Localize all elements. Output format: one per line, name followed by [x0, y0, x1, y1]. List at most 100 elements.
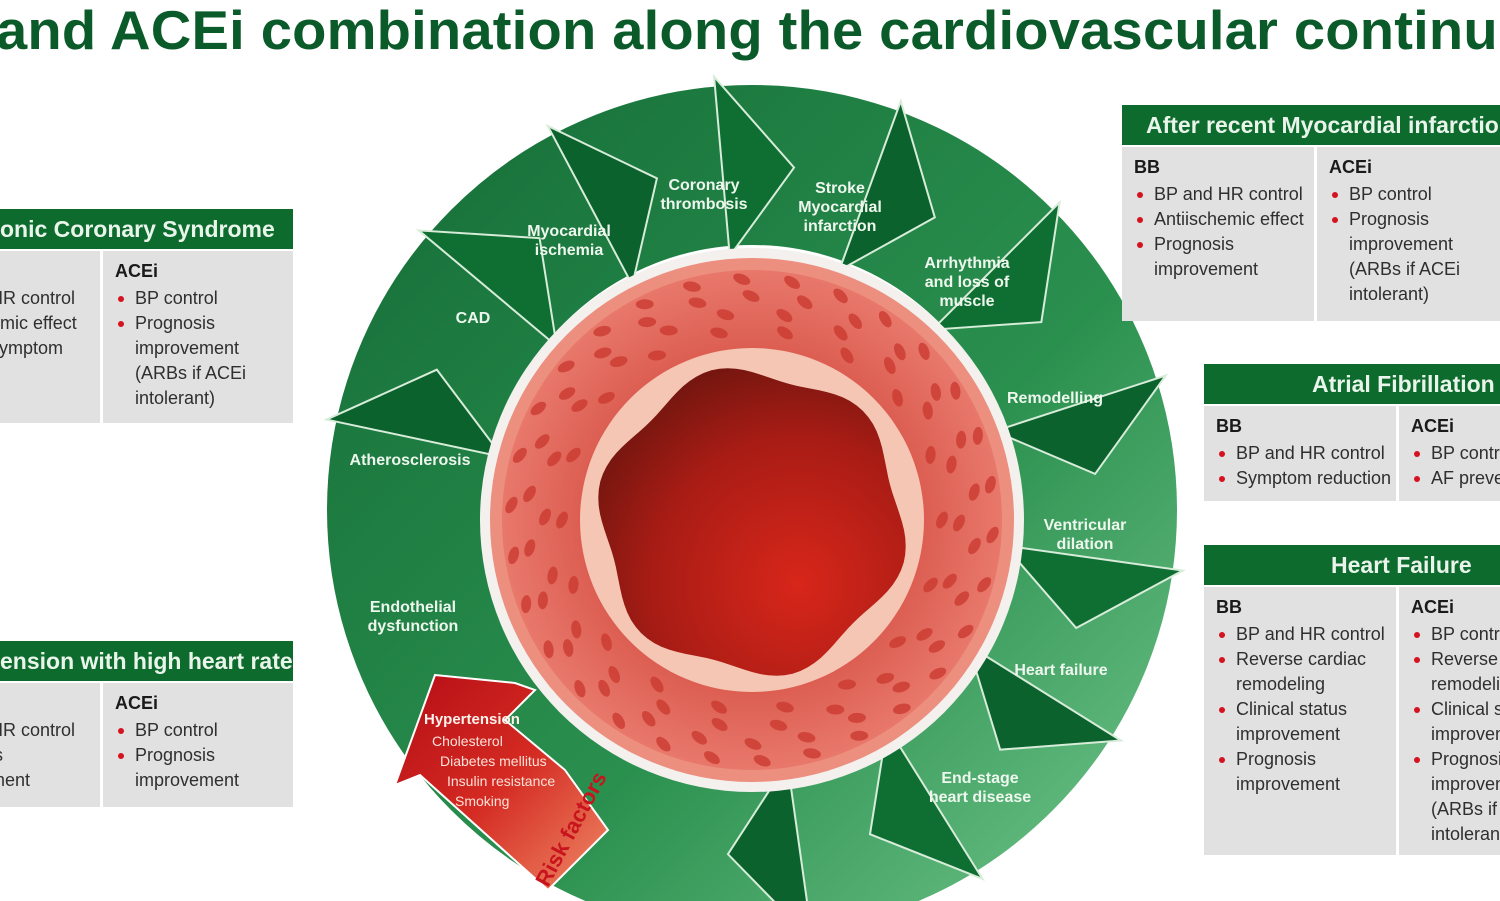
muscle-cell — [635, 299, 654, 310]
muscle-cell — [598, 391, 615, 404]
bullet-item: Clinical stimprovem — [1411, 697, 1500, 747]
muscle-cell — [892, 389, 903, 407]
risk-item-smoking: Smoking — [455, 793, 509, 809]
panel-title: Heart Failure — [1331, 552, 1472, 578]
muscle-cell — [521, 595, 532, 614]
muscle-cell — [986, 526, 999, 544]
muscle-cell — [656, 736, 671, 752]
muscle-cell — [691, 730, 707, 745]
risk-item-hypertension: Hypertension — [424, 711, 520, 728]
muscle-cell — [641, 711, 656, 727]
arrow-head — [868, 723, 985, 881]
bullet-item: BP contro — [1411, 622, 1500, 647]
panel-title: ension with high heart rate — [0, 648, 293, 674]
arrow-head — [415, 229, 559, 349]
muscle-cell — [710, 327, 728, 339]
muscle-cell — [883, 357, 896, 375]
muscle-cell — [524, 539, 536, 557]
acei-column: ACEi BP controReverse cremodelinClinical … — [1399, 587, 1500, 855]
stage-label: CAD — [456, 310, 491, 327]
arrow-head — [323, 368, 505, 459]
muscle-cell — [984, 475, 996, 494]
muscle-cell — [711, 717, 728, 731]
muscle-cell — [574, 680, 586, 698]
muscle-cell — [977, 577, 992, 593]
muscle-cell — [840, 347, 854, 364]
column-heading: ACEi — [1411, 416, 1455, 436]
muscle-cell — [537, 591, 548, 610]
muscle-cell — [505, 496, 518, 514]
muscle-cell — [850, 730, 869, 741]
panel-header: onic Coronary Syndrome — [0, 209, 293, 249]
muscle-cell — [688, 297, 707, 308]
muscle-cell — [925, 446, 936, 464]
muscle-cell — [953, 514, 965, 532]
column-heading: ACEi — [1411, 597, 1455, 617]
muscle-cell — [968, 483, 980, 501]
muscle-cell — [833, 288, 848, 304]
muscle-cell — [704, 751, 720, 765]
muscle-cell — [946, 455, 957, 474]
muscle-cell — [594, 347, 612, 359]
muscle-cell — [716, 309, 735, 321]
muscle-cell — [650, 676, 664, 693]
bullet-item: symptomn — [0, 338, 64, 383]
panel-title: After recent Myocardial infarction — [1146, 112, 1500, 138]
muscle-cell — [733, 273, 751, 285]
muscle-cell — [878, 311, 892, 328]
muscle-cell — [916, 628, 933, 641]
column-heading — [0, 693, 90, 714]
muscle-cell — [656, 699, 671, 715]
panel-hypertension-high-heart-rate: ension with high heart rate HR controlis… — [0, 641, 293, 807]
risk-item-diabetes: Diabetes mellitus — [440, 753, 547, 769]
column-heading: BB — [1134, 157, 1160, 177]
muscle-cell — [797, 295, 813, 310]
muscle-cell — [928, 640, 946, 653]
arrow-head — [966, 642, 1125, 751]
muscle-cell — [512, 447, 527, 463]
muscle-cell — [918, 342, 930, 360]
muscle-cell — [954, 591, 970, 606]
bullet-item: BP control — [115, 718, 283, 743]
muscle-cell — [593, 325, 612, 337]
muscle-cell — [523, 485, 536, 503]
muscle-cell — [957, 624, 974, 639]
muscle-cell — [609, 356, 628, 367]
muscle-cell — [753, 755, 771, 767]
column-heading: ACEi — [1329, 157, 1373, 177]
bb-column: HR controlemic effectsymptomn — [0, 251, 100, 423]
risk-factors-arrow: Hypertension Cholesterol Diabetes mellit… — [393, 673, 612, 892]
risk-item-insulin-resistance: Insulin resistance — [447, 773, 555, 789]
muscle-cell — [876, 673, 895, 684]
muscle-cell — [950, 381, 961, 400]
muscle-cell — [557, 360, 575, 373]
panel-header: After recent Myocardial infarction — [1122, 105, 1500, 145]
muscle-cell — [539, 508, 551, 526]
arrow-head — [726, 759, 808, 901]
muscle-cell — [803, 748, 821, 759]
stage-label: Heart failure — [1014, 662, 1107, 679]
bullet-item: BP and HR control — [1134, 182, 1304, 207]
muscle-cell — [894, 343, 906, 361]
muscle-cell — [556, 511, 568, 529]
arrow-head — [545, 123, 659, 288]
panel-header: ension with high heart rate — [0, 641, 293, 681]
panel-header: Heart Failure — [1204, 545, 1500, 585]
muscle-cell — [972, 426, 983, 445]
bullet-item: BP and HR control — [1216, 622, 1386, 647]
muscle-cell — [929, 667, 947, 680]
muscle-cell — [968, 537, 981, 555]
bullet-item: HR control — [0, 288, 76, 308]
arrow-head — [991, 373, 1169, 476]
